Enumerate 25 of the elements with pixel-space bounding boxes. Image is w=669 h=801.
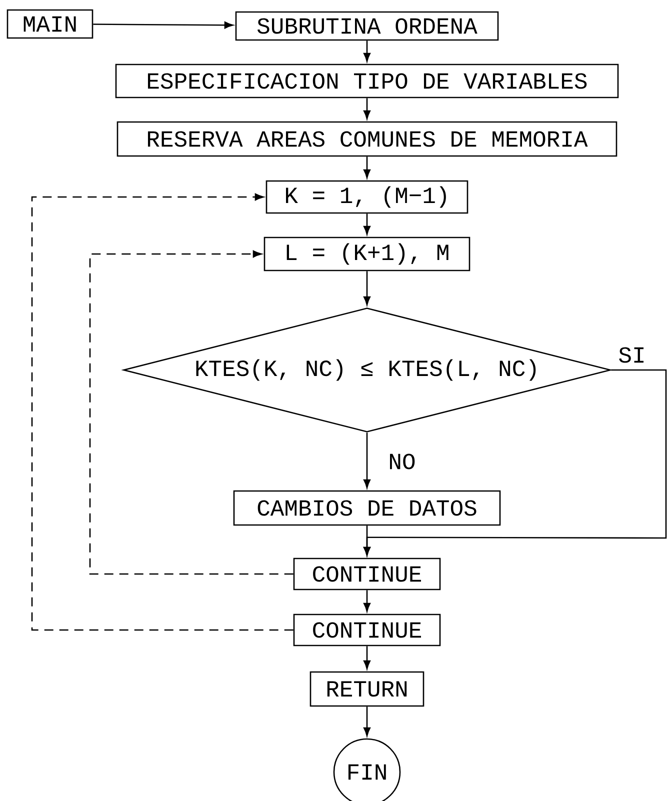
arrow [363, 432, 371, 488]
arrow [363, 590, 371, 612]
process-box: SUBRUTINA ORDENA [235, 11, 499, 41]
arrow [363, 156, 371, 178]
arrow [363, 706, 371, 736]
arrow [363, 40, 371, 62]
process-box: ESPECIFICACION TIPO DE VARIABLES [115, 64, 619, 98]
edge-label: SI [619, 347, 644, 363]
arrow [31, 193, 294, 631]
arrow [363, 271, 371, 306]
arrow [363, 526, 371, 556]
process-box: CAMBIOS DE DATOS [233, 490, 501, 526]
arrow [93, 22, 234, 29]
process-box: L = (K+1), M [264, 236, 470, 272]
process-box: MAIN [6, 9, 94, 39]
process-box: RESERVA AREAS COMUNES DE MEMORIA [116, 121, 618, 157]
edge-label: NO [390, 454, 415, 470]
process-box: CONTINUE [293, 558, 441, 590]
arrow [89, 250, 294, 575]
process-box: CONTINUE [293, 614, 441, 646]
process-box: K = 1, (M−1) [266, 180, 468, 214]
process-box: RETURN [310, 671, 424, 707]
arrow [363, 646, 371, 670]
arrow [363, 98, 371, 120]
arrow [363, 214, 371, 235]
